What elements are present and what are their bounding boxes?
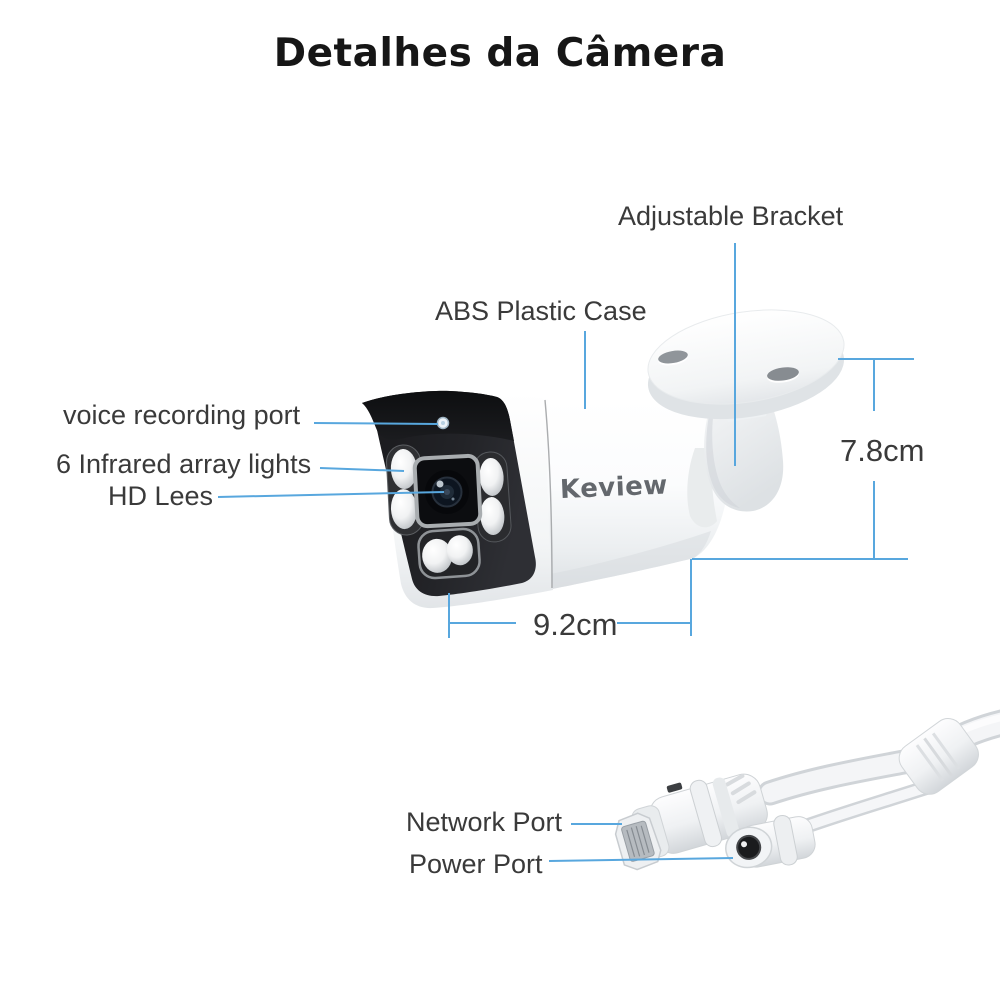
bracket-base	[647, 309, 845, 405]
camera-lens	[425, 470, 469, 514]
camera-body	[362, 390, 730, 609]
label-hd-lens: HD Lees	[108, 481, 214, 511]
label-network-port: Network Port	[406, 807, 563, 837]
body-seam-line	[544, 399, 553, 589]
dimension-height-value: 7.8cm	[840, 433, 925, 468]
pointer-line-voice-port	[313, 422, 439, 425]
pointer-line-hd-lens	[217, 491, 445, 498]
pointer-line-infrared	[319, 467, 405, 472]
label-voice-recording-port: voice recording port	[63, 400, 301, 430]
camera-visor	[362, 390, 514, 441]
label-power-port: Power Port	[409, 849, 543, 879]
dimension-length-value: 9.2cm	[533, 607, 618, 642]
pigtail-cables	[614, 709, 1000, 871]
warm-light-module	[417, 527, 481, 580]
label-infrared-lights: 6 Infrared array lights	[56, 449, 312, 479]
label-abs-plastic-case: ABS Plastic Case	[435, 296, 647, 326]
power-connector	[725, 814, 816, 869]
pointer-line-power-port	[548, 857, 734, 862]
bracket-screw-slot	[767, 367, 799, 381]
cable-splitter	[898, 718, 979, 795]
annotation-lines	[217, 243, 914, 862]
mounting-bracket	[647, 309, 845, 528]
infrared-lights-right	[473, 451, 512, 543]
label-adjustable-bracket: Adjustable Bracket	[618, 201, 844, 231]
page-title: Detalhes da Câmera	[273, 31, 727, 76]
connector-notch	[666, 782, 683, 793]
bracket-screw-slot	[658, 350, 688, 364]
brand-logo: Keview	[559, 470, 669, 506]
